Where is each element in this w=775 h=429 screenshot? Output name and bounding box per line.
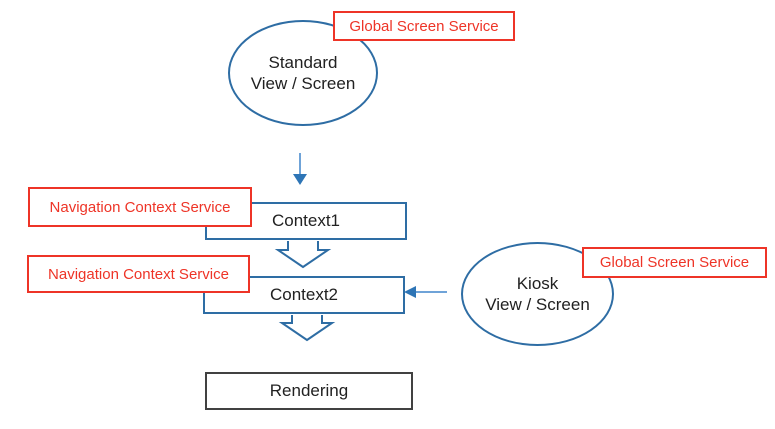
navigation-context-service-label-2: Navigation Context Service <box>27 255 250 293</box>
context2-label: Context2 <box>269 285 339 304</box>
rendering-label: Rendering <box>269 381 349 400</box>
global-screen-service-top-text: Global Screen Service <box>349 17 499 35</box>
global-screen-service-label-top: Global Screen Service <box>333 11 515 41</box>
global-screen-service-label-right: Global Screen Service <box>582 247 767 278</box>
arrow-standard-to-context1-icon <box>293 153 307 185</box>
standard-view-screen-label: Standard View / Screen <box>250 52 356 93</box>
block-arrow-context1-to-context2-icon <box>274 241 332 269</box>
global-screen-service-right-text: Global Screen Service <box>599 254 750 271</box>
arrow-kiosk-to-context2-icon <box>404 286 447 298</box>
kiosk-view-screen-label: Kiosk View / Screen <box>485 273 590 314</box>
kiosk-view-screen-ellipse: Kiosk View / Screen <box>461 242 614 346</box>
rendering-box: Rendering <box>205 372 413 410</box>
context2-box: Context2 <box>203 276 405 314</box>
navigation-context-service-2-text: Navigation Context Service <box>48 265 229 283</box>
navigation-context-service-label-1: Navigation Context Service <box>28 187 252 227</box>
block-arrow-context2-to-rendering-icon <box>278 315 336 342</box>
context1-label: Context1 <box>271 211 341 230</box>
navigation-context-service-1-text: Navigation Context Service <box>49 198 231 216</box>
